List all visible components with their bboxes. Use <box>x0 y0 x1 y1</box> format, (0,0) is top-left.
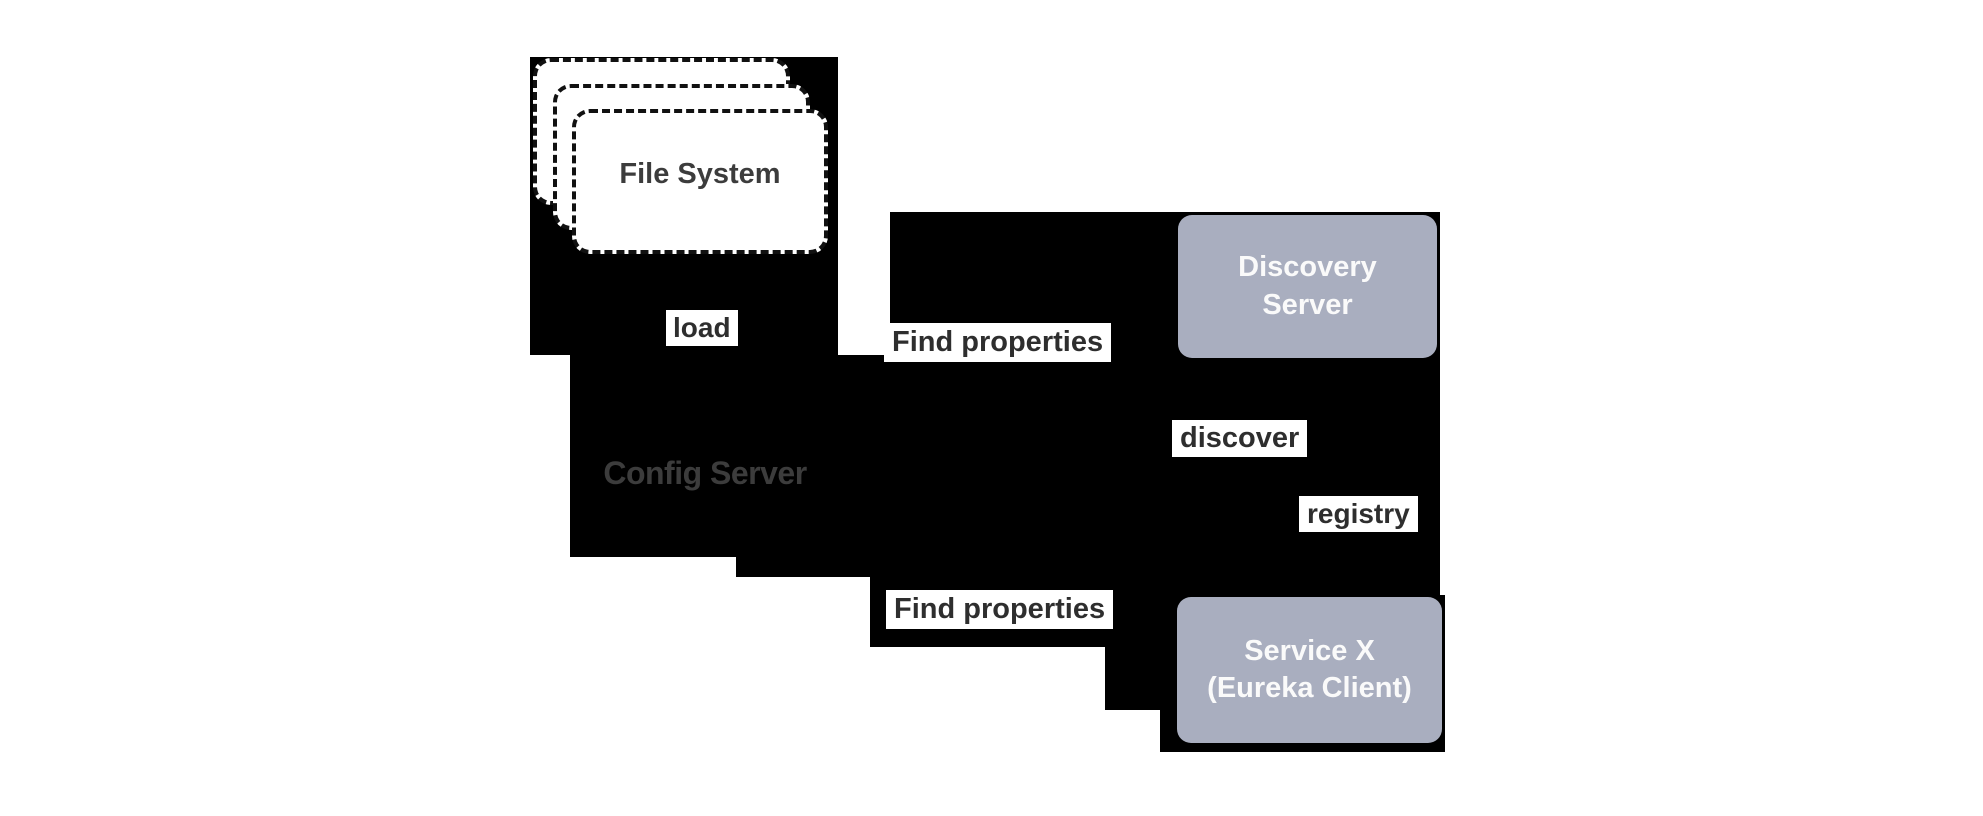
discover-label: discover <box>1172 420 1308 457</box>
file-system-card-front: File System <box>572 109 828 254</box>
find-properties-label-top: Find properties <box>884 323 1112 362</box>
discovery-server-box: Discovery Server <box>1178 215 1437 358</box>
discovery-server-label: Discovery Server <box>1238 251 1377 321</box>
service-x-title: Service X <box>1244 634 1375 667</box>
registry-label: registry <box>1299 496 1418 532</box>
silhouette-block-config-left <box>570 355 736 557</box>
load-label: load <box>666 310 738 346</box>
config-server-label: Config Server <box>603 455 807 491</box>
find-properties-label-bottom: Find properties <box>886 590 1114 629</box>
silhouette-block-config-step <box>736 355 870 577</box>
service-x-subtitle: (Eureka Client) <box>1207 672 1412 704</box>
service-x-box: Service X (Eureka Client) <box>1177 597 1442 743</box>
file-system-label: File System <box>619 158 781 190</box>
